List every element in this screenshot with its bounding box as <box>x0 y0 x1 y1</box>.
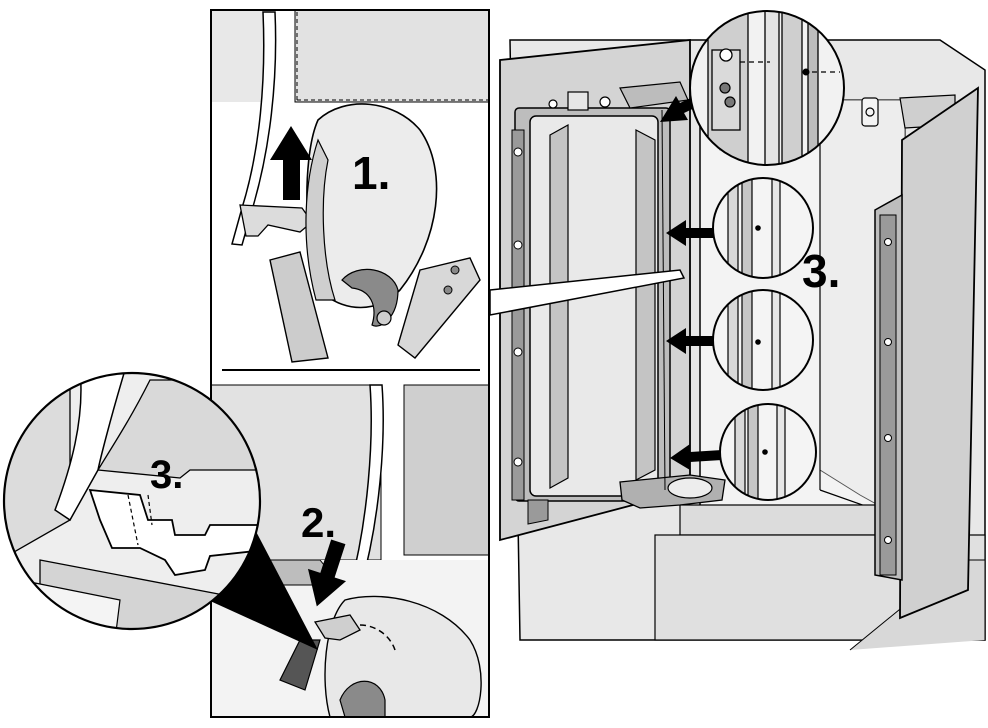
step-3-door-label: 3. <box>802 245 841 297</box>
hinge-bar <box>269 251 329 363</box>
cabinet-clip <box>861 97 879 127</box>
door-profile <box>231 11 277 246</box>
magnifier-hinge-4 <box>719 403 817 501</box>
inset-top-scene <box>211 10 489 363</box>
arrow-down-icon <box>307 539 347 607</box>
hinge-profile <box>88 488 260 576</box>
step-2-label: 2. <box>301 499 337 546</box>
magnifier-hinge-3 <box>712 289 814 391</box>
magnifier-pointer <box>175 520 318 650</box>
magnifier-top <box>689 10 845 166</box>
inset-frame <box>210 9 490 718</box>
right-door <box>874 86 979 620</box>
door-seal <box>511 129 525 501</box>
arrow-icon <box>666 328 718 354</box>
magnifier-hinge-2 <box>712 177 814 279</box>
cabinet-shelf <box>679 504 906 536</box>
arrow-icon <box>670 444 722 470</box>
arrow-up-icon <box>270 126 312 200</box>
step-1-label: 1. <box>352 147 391 199</box>
arrow-icon <box>666 220 718 246</box>
door-top-clip <box>567 91 589 111</box>
step-3-detail-label: 3. <box>150 453 184 497</box>
hinge-plate <box>397 257 481 359</box>
